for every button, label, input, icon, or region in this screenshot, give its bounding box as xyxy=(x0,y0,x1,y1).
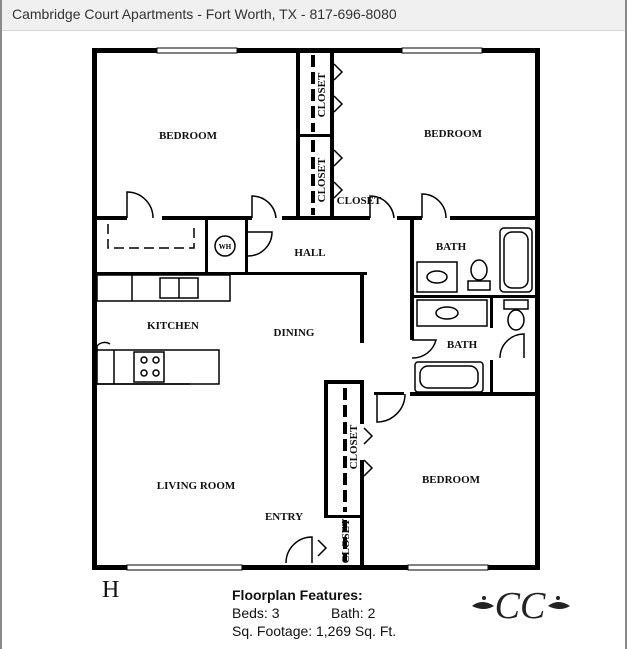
closet-doors xyxy=(317,63,374,557)
closet-shelves xyxy=(107,55,347,562)
sqft-label: Sq. Footage: xyxy=(232,623,313,639)
room-label-closet-3: CLOSET xyxy=(337,195,382,207)
sqft-value: 1,269 Sq. Ft. xyxy=(316,623,397,639)
room-label-closet-5: CLOSET xyxy=(340,518,352,563)
water-heater-icon: WH xyxy=(214,235,236,257)
room-label-living-room: LIVING ROOM xyxy=(157,480,236,492)
window-title: Cambridge Court Apartments - Fort Worth,… xyxy=(12,6,397,22)
monogram-text: CC xyxy=(495,585,546,627)
water-heater-label: WH xyxy=(219,243,232,251)
kitchen-fixtures xyxy=(96,274,231,385)
features-heading: Floorplan Features: xyxy=(232,587,363,603)
room-label-bedroom-ne: BEDROOM xyxy=(424,128,483,140)
room-label-closet-4: CLOSET xyxy=(348,424,360,469)
room-label-hall: HALL xyxy=(294,247,325,259)
room-label-bedroom-se: BEDROOM xyxy=(422,474,481,486)
room-label-bath-1: BATH xyxy=(436,241,467,253)
room-label-closet-2: CLOSET xyxy=(316,157,328,202)
outer-walls xyxy=(92,47,540,571)
room-label-bedroom-nw: BEDROOM xyxy=(159,130,218,142)
interior-walls xyxy=(97,53,538,565)
bath-label: Bath: 2 xyxy=(331,605,376,621)
room-label-dining: DINING xyxy=(274,327,315,339)
room-label-kitchen: KITCHEN xyxy=(147,320,199,332)
door-swings xyxy=(96,191,525,564)
beds-label: Beds: 3 xyxy=(232,605,280,621)
floorplan-letter: H xyxy=(102,577,120,603)
room-label-bath-2: BATH xyxy=(447,339,478,351)
room-label-closet-1: CLOSET xyxy=(316,72,328,117)
room-label-entry: ENTRY xyxy=(265,511,303,523)
floorplan-features: Floorplan Features: Beds: 3 Bath: 2 Sq. … xyxy=(232,586,396,640)
monogram-logo: CC xyxy=(472,585,570,627)
bath-fixtures xyxy=(414,227,533,393)
window-titlebar: Cambridge Court Apartments - Fort Worth,… xyxy=(2,0,625,31)
